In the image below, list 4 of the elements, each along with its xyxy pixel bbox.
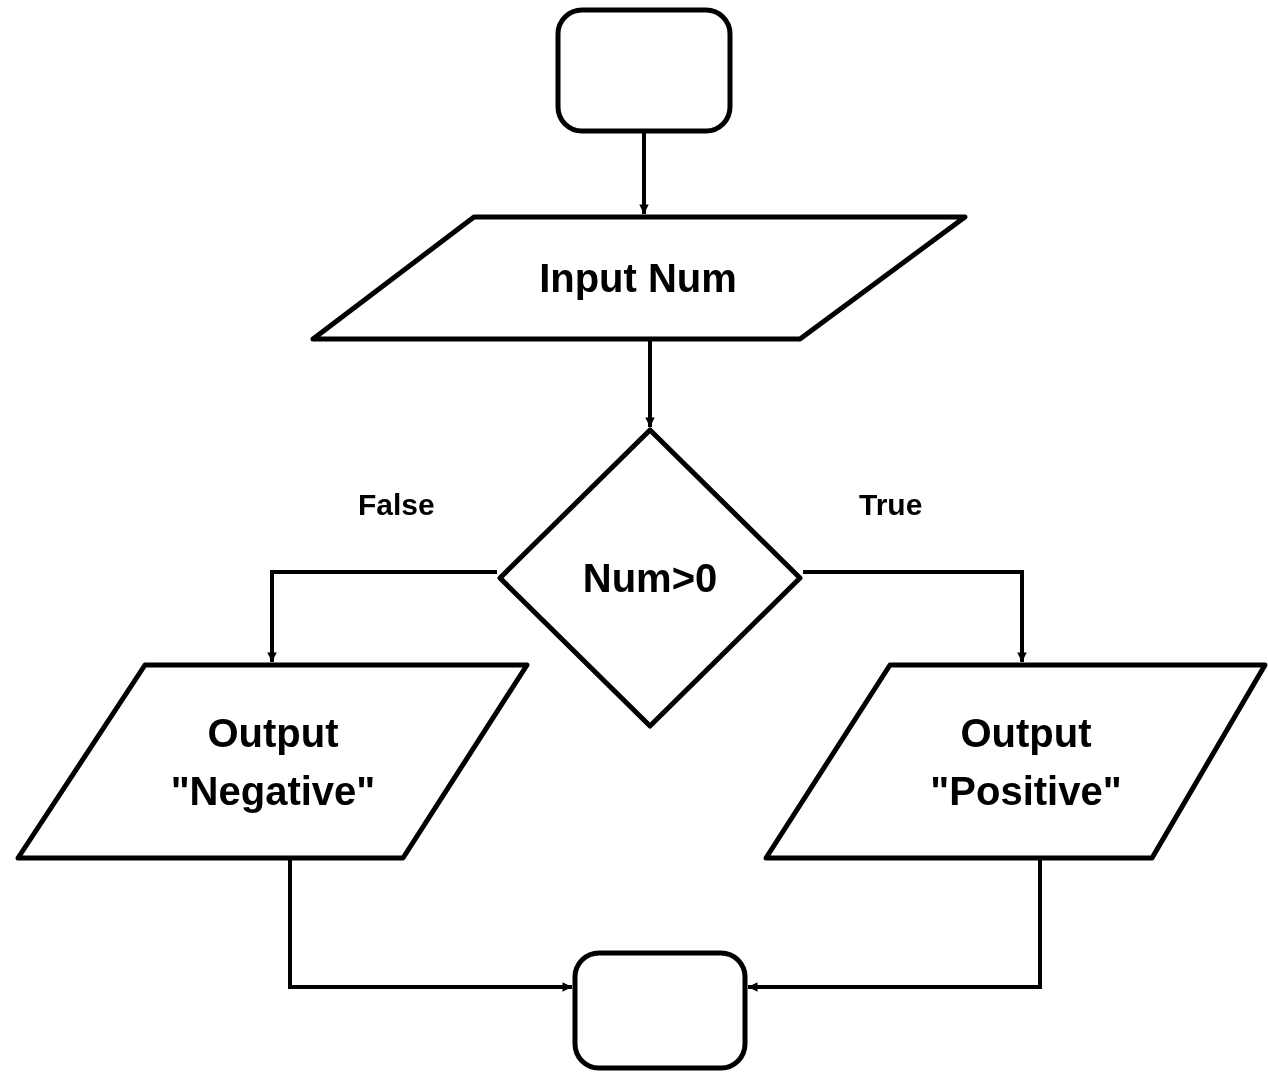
node-label: Num>0: [581, 555, 719, 602]
node-label: Output "Positive": [929, 709, 1123, 815]
node-label: Output "Negative": [169, 709, 377, 815]
node-label: Input Num: [538, 255, 738, 302]
